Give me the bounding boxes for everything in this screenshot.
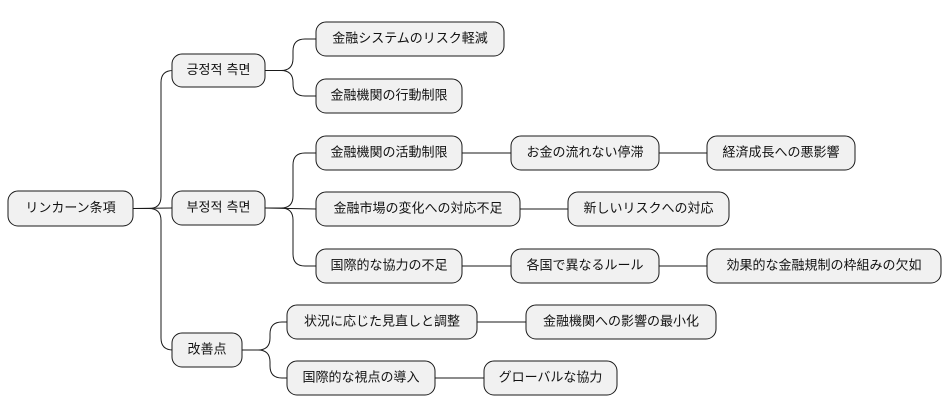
- leaf-node-global-cooperation: グローバルな協力: [483, 360, 618, 396]
- node-box: [315, 135, 463, 171]
- node-label: 긍정적 측면: [187, 63, 251, 78]
- node-label: 効果的な金融規制の枠組みの欠如: [726, 258, 921, 274]
- leaf-node-minimize-impact: 金融機関への影響の最小化: [525, 304, 717, 340]
- node-box: [171, 332, 243, 368]
- node-label: 新しいリスクへの対応: [583, 201, 713, 217]
- leaf-node-new-risk-response: 新しいリスクへの対応: [567, 191, 730, 227]
- node-label: 国際的な協力の不足: [330, 258, 447, 274]
- node-label: 改善点: [187, 342, 226, 358]
- node-label: 金融機関の活動制限: [330, 145, 447, 161]
- connector-line: [242, 321, 287, 351]
- connector-line: [133, 208, 174, 351]
- node-box: [706, 135, 856, 171]
- node-different-rules: 各国で異なるルール: [510, 248, 660, 284]
- node-activity-restriction: 金融機関の活動制限: [315, 135, 463, 171]
- node-review-and-adjustment: 状況に応じた見直しと調整: [286, 304, 478, 340]
- node-label: 状況に応じた見直しと調整: [304, 315, 460, 330]
- node-box: [510, 248, 660, 284]
- root-node: リンカーン条項: [7, 190, 134, 227]
- node-lack-of-cooperation: 国際的な協力の不足: [315, 248, 463, 284]
- node-label: 金融機関の行動制限: [330, 88, 447, 104]
- leaf-node-behavior-restriction: 金融機関の行動制限: [315, 78, 463, 114]
- connector-line: [265, 207, 316, 267]
- connector-line: [133, 70, 174, 209]
- node-box: [706, 248, 942, 284]
- node-label: 金融機関への影響の最小化: [543, 314, 699, 330]
- node-label: グローバルな協力: [499, 371, 603, 386]
- node-box: [315, 248, 463, 284]
- branch-node-positive-aspects: 긍정적 측면: [171, 53, 266, 88]
- node-label: 国際的な視点の導入: [302, 370, 419, 386]
- connector-line: [265, 70, 316, 97]
- node-label: お金の流れない停滞: [526, 145, 643, 161]
- node-box: [171, 53, 266, 88]
- node-label: 金融システムのリスク軽減: [332, 31, 488, 47]
- node-label: 金融市場の変化への対応不足: [333, 201, 502, 217]
- node-box: [171, 190, 266, 226]
- node-international-perspective: 国際的な視点の導入: [286, 360, 436, 396]
- branch-node-negative-aspects: 부정적 측면: [171, 190, 266, 226]
- leaf-node-economic-growth-impact: 経済成長への悪影響: [706, 135, 856, 171]
- node-market-change-response: 金融市場の変化への対応不足: [315, 191, 521, 227]
- node-box: [525, 304, 717, 340]
- root-node-label: リンカーン条項: [25, 200, 115, 216]
- node-box: [483, 360, 618, 396]
- node-box: [315, 78, 463, 114]
- mind-map-edges: [132, 38, 707, 379]
- branch-node-improvements: 改善点: [171, 332, 243, 368]
- node-label: 各国で異なるルール: [526, 258, 643, 274]
- node-box: [286, 360, 436, 396]
- node-box: [315, 191, 521, 227]
- node-box: [315, 21, 505, 57]
- leaf-node-lack-of-framework: 効果的な金融規制の枠組みの欠如: [706, 248, 942, 284]
- connector-line: [265, 38, 316, 71]
- node-box: [286, 304, 478, 340]
- leaf-node-risk-reduction: 金融システムのリスク軽減: [315, 21, 505, 57]
- node-box: [510, 135, 660, 171]
- node-label: 부정적 측면: [187, 201, 251, 216]
- root-node-box: [7, 190, 134, 227]
- connector-line: [265, 152, 316, 209]
- connector-line: [242, 349, 287, 379]
- node-money-flow-stagnation: お金の流れない停滞: [510, 135, 660, 171]
- node-label: 経済成長への悪影響: [722, 145, 839, 161]
- node-box: [567, 191, 730, 227]
